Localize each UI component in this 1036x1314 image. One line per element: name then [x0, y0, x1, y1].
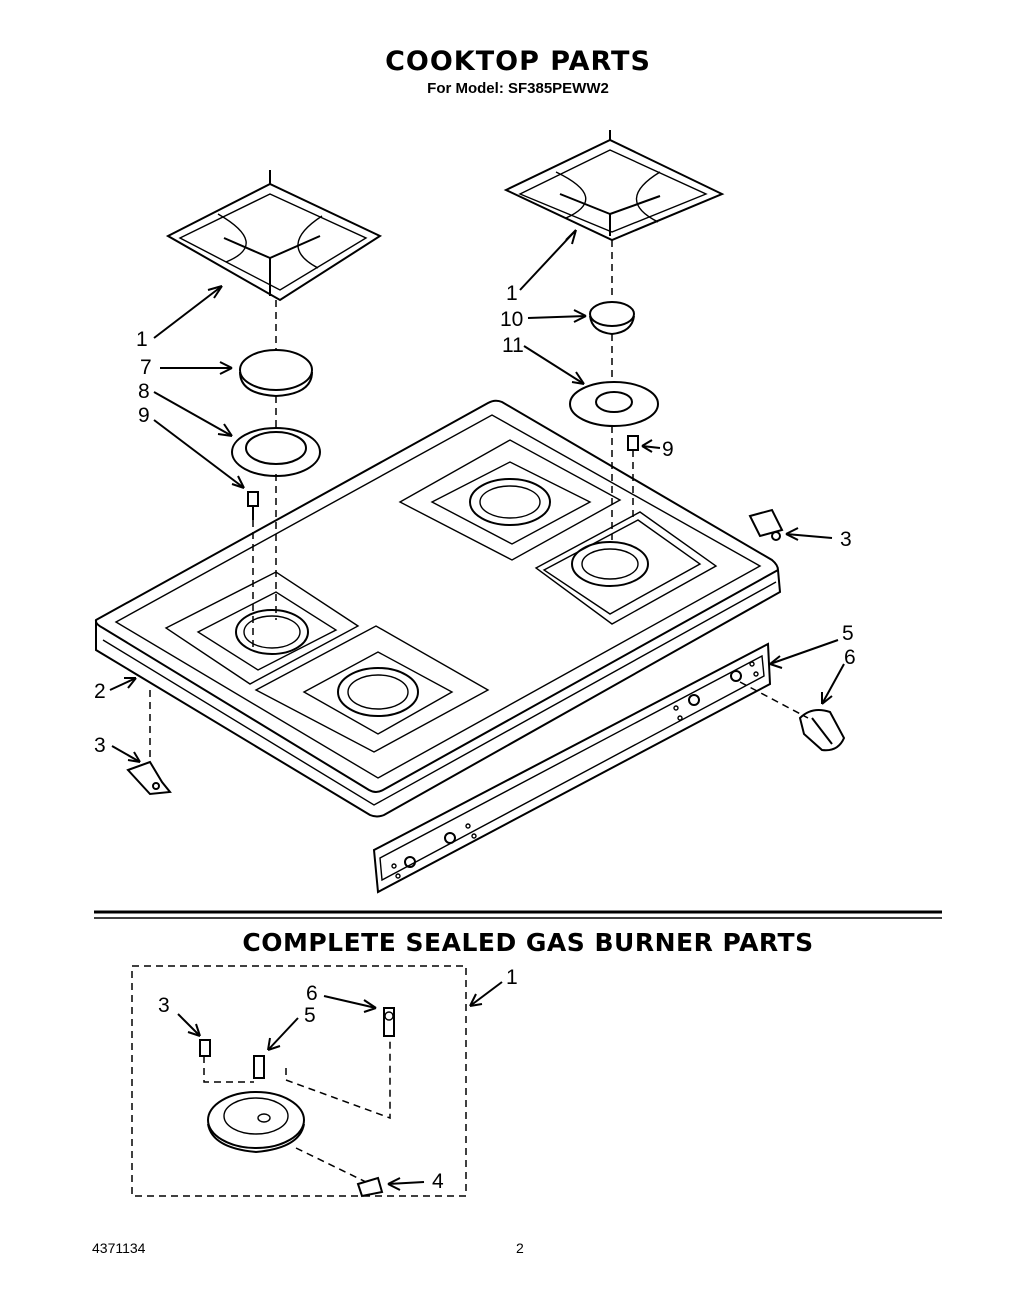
left-burner-head: [231, 427, 321, 477]
sealed-burner-igniter: [383, 1007, 395, 1037]
callout-right-clip: 3: [840, 528, 852, 551]
section-divider: [94, 910, 942, 919]
callout-right-screw: 9: [662, 438, 674, 461]
callout-left-clip: 3: [94, 734, 106, 757]
callout-sub-electrode: 5: [304, 1004, 316, 1027]
page-title: COOKTOP PARTS: [385, 46, 651, 77]
callout-left-grate: 1: [136, 328, 148, 351]
callout-cooktop: 2: [94, 680, 106, 703]
sealed-burner-clip: [356, 1176, 384, 1198]
callout-control-panel: 5: [842, 622, 854, 645]
model-subtitle: For Model: SF385PEWW2: [427, 80, 609, 97]
right-screw: [627, 435, 639, 451]
right-burner-head: [569, 381, 659, 427]
page-number: 2: [516, 1240, 524, 1256]
control-panel: [372, 642, 772, 894]
callout-right-grate: 1: [506, 282, 518, 305]
sealed-burner-box: [131, 965, 467, 1197]
callout-sub-igniter: 6: [306, 982, 318, 1005]
right-burner-grate: [503, 130, 725, 242]
left-clip: [126, 760, 172, 796]
callout-knob: 6: [844, 646, 856, 669]
cooktop-burner-rings: [235, 478, 649, 717]
control-knob: [798, 709, 846, 752]
left-burner-grate: [165, 170, 383, 302]
section-title-sealed-burner: COMPLETE SEALED GAS BURNER PARTS: [242, 928, 814, 957]
sealed-burner-base: [207, 1091, 305, 1154]
callout-right-head: 11: [502, 334, 524, 357]
right-burner-cap: [589, 301, 635, 336]
sealed-burner-screw: [199, 1039, 211, 1057]
left-screw: [247, 491, 259, 520]
callout-left-cap: 7: [140, 356, 152, 379]
callout-sub-clip: 4: [432, 1170, 444, 1193]
document-number: 4371134: [92, 1240, 146, 1256]
sealed-burner-hidden-lines: [203, 1036, 391, 1183]
callout-sub-assembly: 1: [506, 966, 518, 989]
callout-right-cap: 10: [500, 308, 523, 331]
callout-left-head: 8: [138, 380, 150, 403]
sealed-burner-leaders: [177, 981, 503, 1191]
right-clip: [748, 508, 784, 541]
callout-sub-screw: 3: [158, 994, 170, 1017]
left-burner-cap: [239, 349, 313, 398]
cooktop-body: [94, 399, 782, 818]
sealed-burner-electrode: [253, 1055, 265, 1079]
callout-left-screw: 9: [138, 404, 150, 427]
leader-lines: [109, 229, 845, 763]
